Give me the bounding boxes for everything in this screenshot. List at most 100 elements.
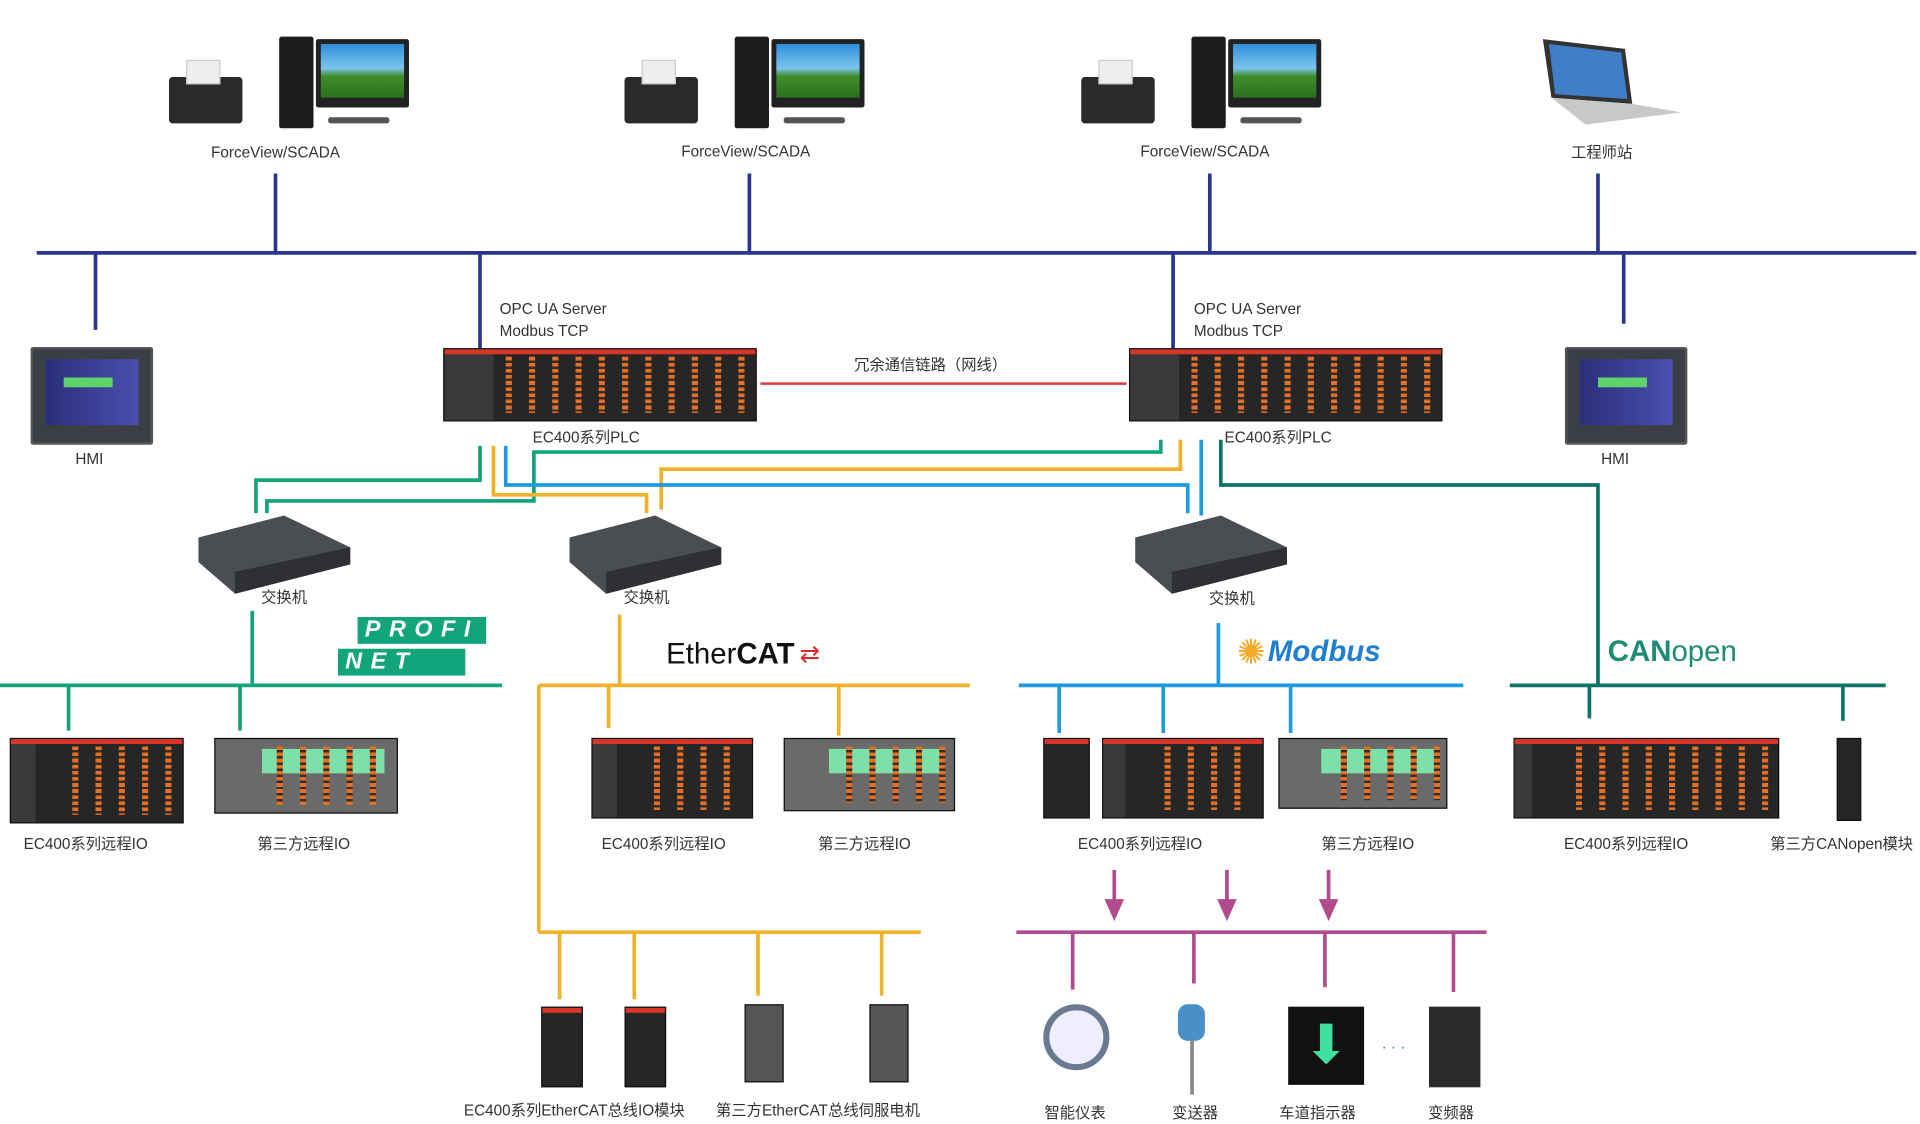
monitor-icon xyxy=(315,39,409,108)
terminal-strip xyxy=(939,746,946,803)
terminal-strip xyxy=(1237,356,1245,413)
canopen-ec400-remote-io xyxy=(1513,737,1780,819)
terminal-strip xyxy=(677,746,684,810)
switch-label-2: 交换机 xyxy=(623,588,670,606)
printer-icon xyxy=(168,59,243,124)
terminal-strip xyxy=(505,356,512,413)
plc1-to-switch2 xyxy=(491,445,649,514)
scada-station-3 xyxy=(1081,36,1326,132)
ethercat-sub-label-1: EC400系列EtherCAT总线IO模块 xyxy=(463,1101,685,1120)
ellipsis: · · · xyxy=(1381,1038,1406,1056)
terminal-strip xyxy=(552,356,559,413)
ethercat-servo-1 xyxy=(744,1004,784,1083)
modbus-io-label-2: 第三方远程IO xyxy=(1321,835,1415,853)
ethercat-sub-label-2: 第三方EtherCAT总线伺服电机 xyxy=(716,1101,920,1120)
scada-label-3: ForceView/SCADA xyxy=(1140,142,1270,161)
modbus-logo: ✺ Modbus xyxy=(1237,633,1381,672)
terminal-strip xyxy=(1387,746,1394,801)
hmi-label-1: HMI xyxy=(75,450,104,468)
modbus-logo-text: Modbus xyxy=(1267,635,1381,669)
terminal-strip xyxy=(528,356,536,413)
modbus-molecule-icon: ✺ xyxy=(1236,632,1266,671)
terminal-strip xyxy=(598,356,605,413)
terminal-strip xyxy=(1692,746,1699,810)
terminal-strip xyxy=(668,356,675,413)
profinet-logo: PROFI NET xyxy=(337,616,487,676)
hmi-label-2: HMI xyxy=(1601,450,1630,468)
engineer-label: 工程师站 xyxy=(1571,144,1633,162)
laptop-icon xyxy=(1542,39,1682,125)
terminal-strip xyxy=(715,356,722,413)
terminal-strip xyxy=(1331,356,1338,413)
scada-label-2: ForceView/SCADA xyxy=(681,142,811,161)
transmitter-icon xyxy=(1177,1004,1207,1097)
terminal-strip xyxy=(1234,746,1241,810)
serial-label-3: 车道指示器 xyxy=(1279,1104,1356,1122)
arrow-down-icon xyxy=(1104,899,1125,922)
terminal-strip xyxy=(1211,746,1218,810)
terminal-strip xyxy=(691,356,698,413)
scada-label-1: ForceView/SCADA xyxy=(211,144,341,162)
smart-meter-icon xyxy=(1038,1004,1114,1090)
terminal-strip xyxy=(846,746,853,803)
terminal-strip xyxy=(892,746,899,803)
canopen-io-label-2: 第三方CANopen模块 xyxy=(1770,835,1914,853)
terminal-strip xyxy=(323,746,330,806)
terminal-strip xyxy=(645,356,652,413)
terminal-strip xyxy=(95,746,102,815)
keyboard-icon xyxy=(328,117,390,124)
serial-label-1: 智能仪表 xyxy=(1044,1104,1106,1122)
terminal-strip xyxy=(1164,746,1171,810)
ethercat-arrow-icon: ⇄ xyxy=(799,641,821,669)
hmi-panel-2 xyxy=(1564,346,1688,445)
hmi-panel-1 xyxy=(30,346,154,445)
profinet-lines xyxy=(0,439,1163,731)
plc2-label: EC400系列PLC xyxy=(1224,428,1332,446)
plc2-to-switch1 xyxy=(265,439,1163,514)
terminal-strip xyxy=(1340,746,1347,801)
profinet-io-label-2: 第三方远程IO xyxy=(257,835,351,853)
plc1-to-switch3 xyxy=(503,445,1190,514)
arrow-down-icon xyxy=(1318,899,1339,922)
lane-indicator-icon: ⬇ xyxy=(1288,1006,1365,1085)
terminal-strip xyxy=(1364,746,1371,801)
printer-icon xyxy=(624,59,698,124)
canopen-logo: CANopen xyxy=(1608,635,1737,669)
pc-tower-icon xyxy=(734,36,769,129)
ethercat-io-module-2 xyxy=(624,1006,667,1088)
arrow-down-icon xyxy=(1217,899,1237,922)
frequency-converter-icon xyxy=(1428,1006,1481,1088)
plc1-label: EC400系列PLC xyxy=(532,428,640,446)
terminal-strip xyxy=(165,746,172,815)
terminal-strip xyxy=(142,746,149,815)
ethercat-logo-text-2: CAT xyxy=(736,637,795,671)
modbus-io-label-1: EC400系列远程IO xyxy=(1077,835,1203,853)
terminal-strip xyxy=(1191,356,1198,413)
terminal-strip xyxy=(1622,746,1629,810)
plc1-protocol-modbus: Modbus TCP xyxy=(499,322,589,340)
terminal-strip xyxy=(1187,746,1194,810)
terminal-strip xyxy=(72,746,79,815)
terminal-strip xyxy=(1762,746,1769,810)
modbus-ec400-remote-io xyxy=(1102,737,1264,819)
keyboard-icon xyxy=(1240,117,1302,124)
plc2-to-canopen xyxy=(1218,439,1600,686)
plc1-to-switch1 xyxy=(254,445,482,514)
redundant-link-label: 冗余通信链路（网线） xyxy=(854,356,1008,374)
ethercat-third-party-io xyxy=(783,737,956,812)
profinet-ec400-remote-io xyxy=(9,737,184,824)
scada-station-1 xyxy=(168,36,414,132)
plc-1 xyxy=(443,348,757,422)
pc-tower-icon xyxy=(279,36,314,129)
keyboard-icon xyxy=(783,117,845,124)
profinet-third-party-io xyxy=(214,737,398,814)
ethercat-io-module-1 xyxy=(541,1006,583,1088)
plc2-to-switch2 xyxy=(659,439,1183,510)
terminal-strip xyxy=(915,746,923,803)
switch-label-1: 交换机 xyxy=(261,588,308,606)
terminal-strip xyxy=(575,356,582,413)
canopen-logo-text-2: open xyxy=(1671,635,1737,669)
terminal-strip xyxy=(1214,356,1221,413)
terminal-strip xyxy=(1284,356,1291,413)
